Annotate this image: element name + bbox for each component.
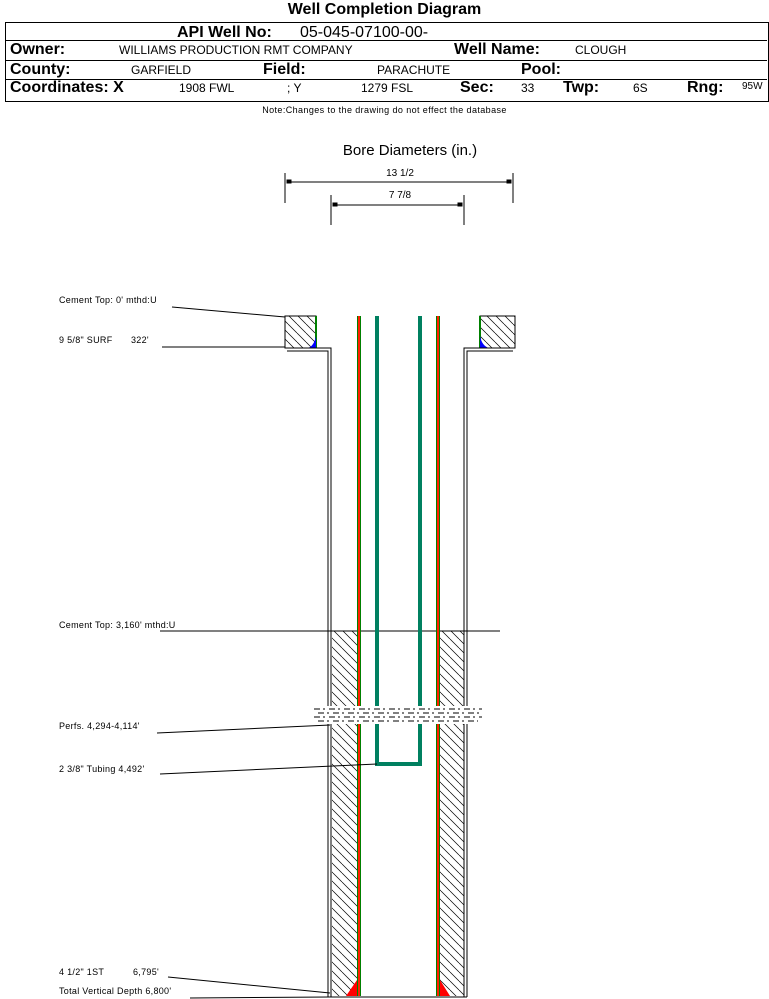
dimension-13-1-2 [284, 173, 514, 203]
leader-lines [156, 306, 378, 999]
api-value: 05-045-07100-00- [300, 24, 429, 41]
surface-cement-left [284, 315, 317, 349]
hole-wall [285, 347, 515, 998]
sec-label: Sec: [460, 79, 494, 96]
twp-value: 6S [633, 81, 648, 95]
callout-tubing: 2 3/8" Tubing 4,492' [59, 764, 145, 774]
rng-value: 95W [742, 81, 763, 92]
perforation-zone [314, 706, 482, 724]
dimension-7-7-8 [330, 195, 465, 225]
bore-diameter-2: 7 7/8 [388, 190, 412, 201]
production-casing [346, 316, 450, 996]
well-name-value: CLOUGH [575, 43, 627, 57]
coords-label: Coordinates: X [10, 79, 124, 96]
callout-surface-casing: 9 5/8" SURF [59, 335, 113, 345]
diagram-title: Bore Diameters (in.) [342, 142, 478, 159]
owner-row [5, 40, 767, 61]
bore-diameter-1: 13 1/2 [386, 168, 414, 179]
tubing [375, 316, 422, 766]
coord-y-label: ; Y [287, 81, 302, 95]
disclaimer-note: Note:Changes to the drawing do not effec… [262, 105, 507, 115]
callout-perfs: Perfs. 4,294-4,114' [59, 721, 140, 731]
callout-production-casing-depth: 6,795' [133, 967, 160, 977]
field-value: PARACHUTE [377, 63, 451, 77]
api-label: API Well No: [177, 24, 272, 41]
county-label: County: [10, 61, 71, 78]
coords-row [5, 79, 767, 100]
county-value: GARFIELD [131, 63, 192, 77]
well-name-label: Well Name: [454, 41, 540, 58]
pool-label: Pool: [521, 61, 561, 78]
production-cement [160, 630, 500, 996]
callout-production-casing: 4 1/2" 1ST [59, 967, 105, 977]
surface-cement-right [479, 315, 516, 349]
callout-total-depth: Total Vertical Depth 6,800' [59, 986, 172, 996]
callout-cement-top-surface: Cement Top: 0' mthd:U [59, 295, 157, 305]
callout-surface-casing-depth: 322' [131, 335, 149, 345]
twp-label: Twp: [563, 79, 600, 96]
coord-x-value: 1908 FWL [179, 81, 235, 95]
callout-cement-top-production: Cement Top: 3,160' mthd:U [59, 620, 176, 630]
rng-label: Rng: [687, 79, 724, 96]
sec-value: 33 [521, 81, 535, 95]
owner-value: WILLIAMS PRODUCTION RMT COMPANY [119, 43, 353, 57]
owner-label: Owner: [10, 41, 66, 58]
page-title: Well Completion Diagram [287, 1, 482, 18]
coord-y-value: 1279 FSL [361, 81, 414, 95]
county-row [5, 60, 767, 81]
field-label: Field: [263, 61, 306, 78]
